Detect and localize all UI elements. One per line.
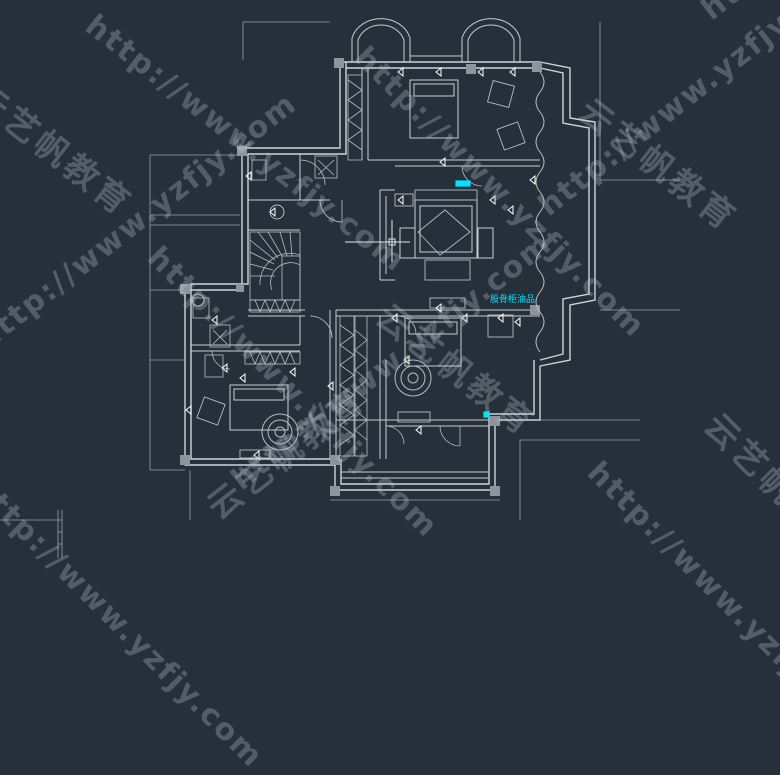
- bottom-left-ruler: [0, 510, 63, 558]
- dimension-lines: [149, 21, 680, 520]
- door-swings: [211, 159, 483, 447]
- balconies-top: [351, 18, 521, 62]
- curtain-right: [535, 71, 545, 353]
- closet-hatching: [244, 74, 368, 457]
- spiral-staircase: [249, 231, 301, 301]
- electrical-symbols: [185, 66, 536, 461]
- bathrooms: [192, 155, 338, 378]
- interior-walls: [191, 68, 540, 459]
- furniture: [196, 79, 526, 459]
- axis-marker: [345, 220, 410, 262]
- structural-columns: [180, 58, 542, 496]
- floor-plan-drawing: [0, 18, 680, 558]
- cyan-annotation-label: 股骨柜油品: [490, 295, 536, 305]
- bay-window-bottom: [341, 471, 489, 479]
- accent-marks: [455, 180, 490, 418]
- circular-furniture: [191, 204, 432, 451]
